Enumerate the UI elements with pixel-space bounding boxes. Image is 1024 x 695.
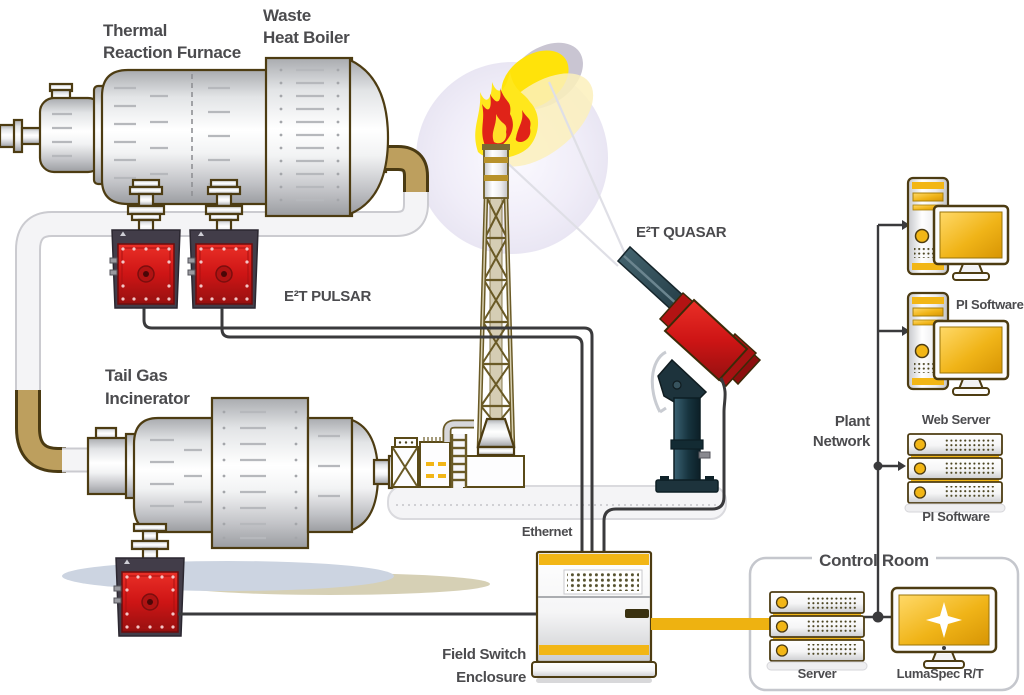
whb-end-cap [348, 58, 390, 216]
lumaspec-monitor [890, 586, 998, 669]
network-node-dot [873, 461, 883, 471]
web-server-rack [904, 433, 1006, 513]
field-switch-enclosure [531, 550, 657, 683]
bronze-elbow-top [386, 148, 426, 196]
bronze-elbow-bottom [18, 390, 66, 470]
pulsar-analyzer-1 [109, 229, 181, 309]
arrow-server-rack [898, 461, 906, 471]
enclosure-handle [625, 609, 649, 618]
tower-legs [476, 195, 516, 448]
pulsar-label: E²T PULSAR [284, 288, 371, 305]
web-server-label: Web Server [922, 412, 991, 427]
plant-network-label-1: Plant [835, 413, 870, 430]
pi-software-server-label: PI Software [922, 509, 990, 524]
incinerator-outlet [372, 458, 392, 486]
tail-gas-label-2: Incinerator [105, 389, 190, 408]
control-room-server-rack [766, 591, 868, 671]
whb-shell [264, 56, 354, 218]
plant-network-label-2: Network [813, 433, 871, 450]
flare-stack [476, 144, 516, 448]
skid-wide-box [463, 455, 525, 488]
control-room-label: Control Room [819, 551, 929, 570]
arrow-workstation-1 [902, 220, 910, 230]
waste-heat-boiler-label-2: Heat Boiler [263, 28, 350, 47]
tail-gas-label-1: Tail Gas [105, 366, 167, 385]
cable-pulsar-1 [142, 308, 594, 552]
skid-window-box [419, 441, 451, 488]
waste-heat-boiler-label-1: Waste [263, 6, 311, 25]
server-label: Server [798, 666, 837, 681]
cable-quasar [602, 377, 727, 552]
field-switch-label-1: Field Switch [442, 646, 526, 663]
furnace-left-cylinder [38, 96, 104, 174]
flare-base-skid [391, 417, 525, 488]
cable-pulsar-2 [220, 308, 584, 552]
ethernet-label: Ethernet [522, 524, 573, 539]
quasar-sight-lines [499, 81, 628, 267]
skid-pipe-elbow [444, 421, 474, 442]
quasar-body [663, 298, 749, 382]
field-switch-label-2: Enclosure [456, 669, 526, 686]
flare-flame [475, 72, 539, 159]
thermal-furnace-label-1: Thermal [103, 21, 167, 40]
ground-shadow [62, 561, 394, 591]
arrow-workstation-2 [902, 326, 910, 336]
plant-network-lines [864, 220, 910, 623]
thermal-reaction-furnace [0, 56, 390, 218]
thermal-furnace-label-2: Reaction Furnace [103, 43, 241, 62]
pulsar-analyzer-3 [113, 557, 185, 637]
lumaspec-label: LumaSpec R/T [897, 666, 984, 681]
control-room-node-dot [872, 611, 884, 623]
enclosure-base [531, 661, 657, 678]
waste-heat-boiler [264, 56, 390, 218]
incinerator-inlet [86, 436, 130, 496]
quasar-analyzer [616, 245, 762, 493]
skid-ladder [450, 434, 468, 488]
flare-tip [482, 144, 510, 199]
pulsar-analyzer-2 [187, 229, 259, 309]
furnace-shell [100, 68, 270, 206]
ethernet-tray [387, 485, 727, 520]
quasar-base [655, 479, 719, 493]
pi-software-workstation-label: PI Software [956, 297, 1024, 312]
workstation-1 [906, 176, 1010, 282]
quasar-handle [650, 350, 667, 414]
incinerator-center-section [210, 396, 310, 550]
pulsar-3-nozzle [130, 522, 170, 563]
sparkle-icon [926, 602, 962, 638]
stack-base-cone [476, 417, 516, 449]
quasar-label: E²T QUASAR [636, 224, 727, 241]
